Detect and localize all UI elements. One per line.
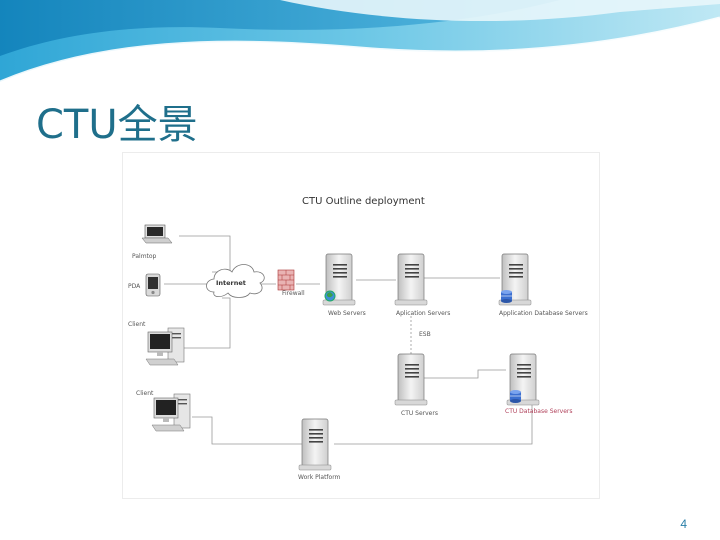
pda-icon (145, 273, 161, 297)
web-servers-label: Web Servers (328, 310, 366, 317)
slide-title: CTU全景 (36, 102, 198, 148)
palmtop-label: Palmtop (132, 253, 157, 260)
header-wave-banner (0, 0, 720, 84)
esb-label: ESB (419, 331, 431, 338)
internet-cloud-icon (206, 264, 265, 298)
client-label-2: Client (136, 390, 154, 397)
ctu-server-icon (394, 353, 428, 406)
application-database-servers-label: Application Database Servers (499, 310, 588, 317)
pda-label: PDA (128, 283, 141, 290)
firewall-label: Firewall (282, 290, 305, 297)
ctu-database-servers-label: CTU Database Servers (505, 408, 573, 415)
web-server-icon (322, 253, 356, 306)
firewall-icon (277, 269, 295, 291)
diagram-panel (122, 152, 600, 499)
work-platform-label: Work Platform (298, 474, 341, 481)
page-number: 4 (680, 517, 687, 531)
application-database-server-icon (498, 253, 532, 306)
application-server-icon (394, 253, 428, 306)
ctu-database-server-icon (506, 353, 540, 406)
ctu-servers-label: CTU Servers (401, 410, 438, 417)
desktop-computer-icon (151, 393, 191, 432)
deployment-diagram: CTU Outline deployment Palmtop PDA Clien… (128, 196, 588, 481)
client-label-1: Client (128, 321, 146, 328)
application-servers-label: Aplication Servers (396, 310, 450, 317)
desktop-computer-icon (145, 327, 185, 366)
laptop-icon (141, 224, 173, 244)
internet-label: Internet (216, 279, 246, 287)
work-platform-server-icon (298, 418, 332, 471)
diagram-title: CTU Outline deployment (302, 196, 425, 207)
